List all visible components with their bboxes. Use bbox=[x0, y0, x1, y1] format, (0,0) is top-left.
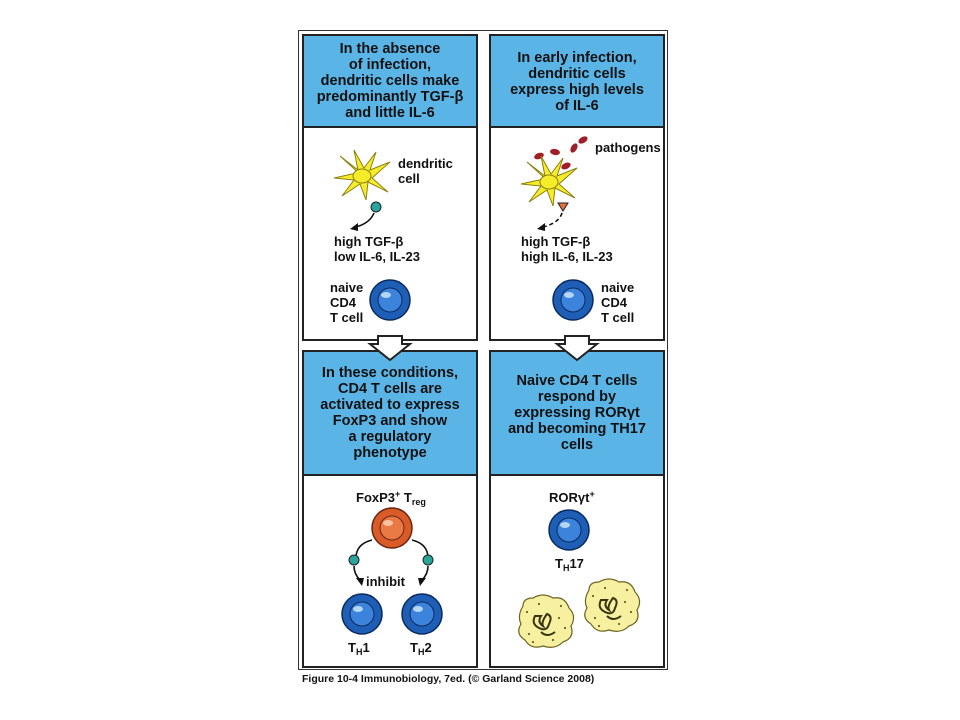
header-line: and becoming TH17 bbox=[508, 421, 646, 437]
rorgt-label-sup: + bbox=[589, 489, 595, 499]
cytokine-levels-label: high TGF-β high IL-6, IL-23 bbox=[521, 234, 613, 264]
naive-tcell-icon bbox=[552, 279, 594, 321]
header-line: express high levels bbox=[510, 82, 644, 98]
header-line: of infection, bbox=[348, 57, 432, 73]
header-line: dendritic cells bbox=[528, 66, 626, 82]
neutrophil-icon bbox=[584, 578, 641, 632]
header-line: of IL-6 bbox=[555, 98, 599, 114]
header-line: activated to express bbox=[320, 397, 460, 413]
panel-th17: Naive CD4 T cells respond by expressing … bbox=[489, 350, 665, 668]
th17-label-sub: H bbox=[562, 563, 570, 573]
treg-label-main: FoxP3 bbox=[356, 490, 396, 505]
header-line: expressing RORγt bbox=[514, 405, 640, 421]
header-line: cells bbox=[560, 437, 594, 453]
naive-tcell-icon bbox=[369, 279, 411, 321]
naive-tcell-label: naive CD4 T cell bbox=[601, 280, 634, 325]
th17-label: TH17 bbox=[555, 556, 584, 573]
label-line: cell bbox=[398, 171, 420, 186]
th17-label-n: 17 bbox=[569, 556, 584, 571]
label-line: naive bbox=[601, 280, 635, 295]
cytokine-arrow-icon bbox=[350, 201, 382, 231]
figure-caption: Figure 10-4 Immunobiology, 7ed. (© Garla… bbox=[302, 673, 595, 685]
panel-early-infection: In early infection, dendritic cells expr… bbox=[489, 34, 665, 341]
header-line: and little IL-6 bbox=[345, 105, 435, 121]
panel-no-infection: In the absence of infection, dendritic c… bbox=[302, 34, 478, 341]
treg-cell-icon bbox=[371, 507, 413, 549]
panel-regulatory: In these conditions, CD4 T cells are act… bbox=[302, 350, 478, 668]
label-line: CD4 bbox=[601, 295, 628, 310]
dendritic-cell-icon bbox=[333, 149, 391, 201]
pathogens-label: pathogens bbox=[595, 140, 661, 155]
inhibit-arrows-icon bbox=[348, 539, 434, 586]
th1-label-sub: H bbox=[355, 647, 363, 657]
panel-header: In early infection, dendritic cells expr… bbox=[491, 36, 663, 128]
header-line: respond by bbox=[537, 389, 617, 405]
treg-label: FoxP3+ Treg bbox=[356, 489, 426, 507]
inhibit-label: inhibit bbox=[366, 574, 405, 589]
th2-label: TH2 bbox=[410, 640, 432, 657]
naive-tcell-label: naive CD4 T cell bbox=[330, 280, 363, 325]
treg-label-sup: + bbox=[395, 489, 401, 499]
th2-label-sub: H bbox=[417, 647, 425, 657]
header-line: phenotype bbox=[353, 445, 427, 461]
label-line: high TGF-β bbox=[334, 234, 404, 249]
header-line: CD4 T cells are bbox=[338, 381, 442, 397]
th17-label-t: T bbox=[555, 556, 563, 571]
header-line: In these conditions, bbox=[321, 365, 459, 381]
th2-cell-icon bbox=[401, 593, 443, 635]
label-line: dendritic bbox=[398, 156, 453, 171]
treg-label-sub: reg bbox=[411, 497, 426, 507]
label-line: low IL-6, IL-23 bbox=[334, 249, 420, 264]
pathogens-icon bbox=[534, 136, 588, 170]
header-line: predominantly TGF-β bbox=[316, 89, 464, 105]
th1-cell-icon bbox=[341, 593, 383, 635]
treg-label-t: T bbox=[400, 490, 412, 505]
down-arrow-icon bbox=[554, 335, 600, 362]
down-arrow-icon bbox=[367, 335, 413, 362]
panel-header: In the absence of infection, dendritic c… bbox=[304, 36, 476, 128]
label-line: naive bbox=[330, 280, 364, 295]
label-line: high IL-6, IL-23 bbox=[521, 249, 613, 264]
cytokine-levels-label: high TGF-β low IL-6, IL-23 bbox=[334, 234, 420, 264]
th1-label: TH1 bbox=[348, 640, 370, 657]
header-line: dendritic cells make bbox=[320, 73, 460, 89]
header-line: In the absence bbox=[339, 41, 441, 57]
label-line: CD4 bbox=[330, 295, 357, 310]
panel-header: In these conditions, CD4 T cells are act… bbox=[304, 352, 476, 476]
rorgt-label: RORγt+ bbox=[549, 489, 595, 507]
dendritic-cell-label: dendritic cell bbox=[398, 156, 453, 186]
cytokine-arrow-icon bbox=[537, 202, 569, 231]
th2-label-t: T bbox=[410, 640, 418, 655]
header-line: Naive CD4 T cells bbox=[516, 373, 638, 389]
header-line: a regulatory bbox=[348, 429, 432, 445]
label-line: high TGF-β bbox=[521, 234, 591, 249]
label-line: T cell bbox=[601, 310, 635, 325]
label-line: T cell bbox=[330, 310, 364, 325]
neutrophil-icon bbox=[518, 594, 575, 648]
th1-label-n: 1 bbox=[362, 640, 370, 655]
th17-cell-icon bbox=[548, 509, 590, 551]
th1-label-t: T bbox=[348, 640, 356, 655]
header-line: In early infection, bbox=[517, 50, 637, 66]
rorgt-label-main: RORγt bbox=[549, 490, 590, 505]
dendritic-cell-icon bbox=[520, 155, 578, 207]
header-line: FoxP3 and show bbox=[332, 413, 448, 429]
figure-frame bbox=[298, 30, 668, 670]
panel-header: Naive CD4 T cells respond by expressing … bbox=[491, 352, 663, 476]
th2-label-n: 2 bbox=[424, 640, 432, 655]
